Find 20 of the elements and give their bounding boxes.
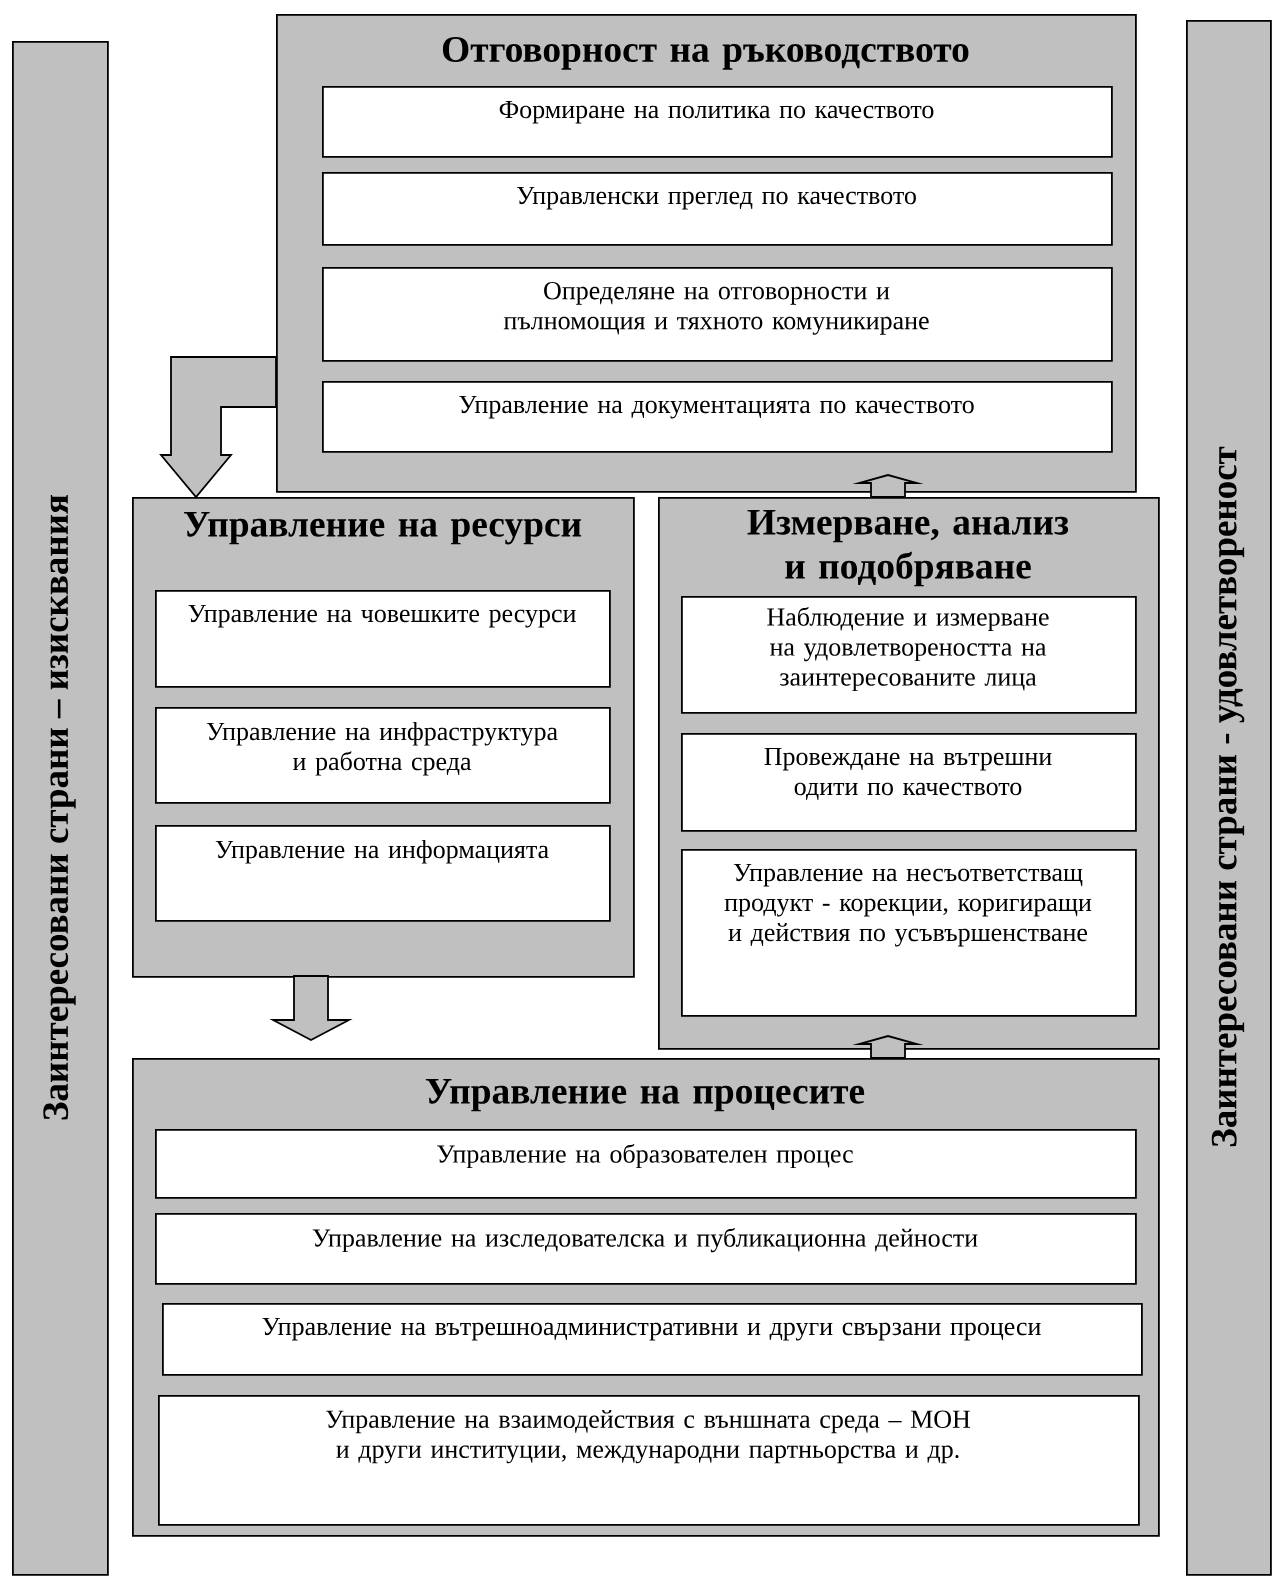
process-box: Управление на информацията	[155, 825, 611, 922]
process-box: Формиране на политика по качеството	[322, 86, 1113, 158]
block-arrow	[852, 1035, 924, 1059]
block-arrow	[269, 975, 353, 1042]
process-box: Определяне на отговорности и пълномощия и тяхното комуникиране	[322, 267, 1113, 362]
block-arrow	[852, 474, 924, 498]
process-box: Провеждане на вътрешни одити по качеството	[681, 733, 1137, 832]
process-box: Управление на човешките ресурси	[155, 590, 611, 688]
process-box: Управленски преглед по качеството	[322, 172, 1113, 246]
side-band: Заинтересовани страни – изисквания	[12, 41, 109, 1576]
process-box: Наблюдение и измерване на удовлетвореността на заинтересованите лица	[681, 596, 1137, 714]
side-band: Заинтересовани страни - удовлетвореност	[1186, 20, 1272, 1576]
process-box: Управление на изследователска и публикационна дейности	[155, 1213, 1137, 1285]
process-box: Управление на инфраструктура и работна среда	[155, 707, 611, 804]
process-box: Управление на вътрешноадминистративни и други свързани процеси	[162, 1303, 1143, 1376]
process-box: Управление на несъответстващ продукт - корекции, коригиращи и действия по усъвършенстване	[681, 849, 1137, 1017]
process-box: Управление на образователен процес	[155, 1129, 1137, 1199]
process-box: Управление на документацията по качеството	[322, 381, 1113, 453]
process-box: Управление на взаимодействия с външната среда – МОН и други институции, международни партньорства и др.	[158, 1395, 1140, 1526]
block-arrow	[159, 356, 277, 499]
